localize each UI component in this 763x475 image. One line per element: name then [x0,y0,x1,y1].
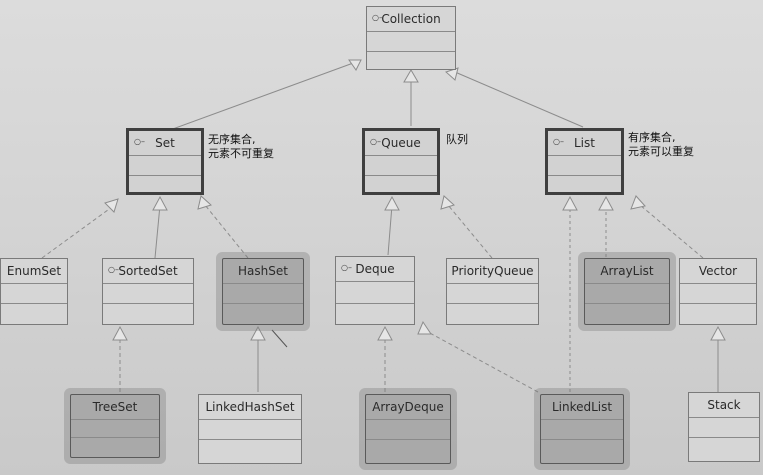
linkedlist-class-box: LinkedList [540,394,624,464]
enumset-class-box: EnumSet [0,258,68,325]
edge-hashset-set [204,204,249,259]
set-divider [129,175,201,176]
vector-divider [680,303,756,304]
arrow-deque-queue [384,195,400,211]
edge-enumset-set [41,206,113,259]
edge-linkedlist-deque [427,331,539,393]
interface-marker-icon: ○– [108,265,119,274]
collection-divider [367,51,455,52]
list-divider [548,175,621,176]
sortedset-divider [103,303,193,304]
linkedhashset-class-box: LinkedHashSet [198,394,302,464]
collection-label: Collection [381,12,441,26]
arraydeque-label: ArrayDeque [372,400,444,414]
linkedhashset-label: LinkedHashSet [205,400,295,414]
edge-set-collection [169,61,357,131]
edge-vector-list [639,204,704,259]
set-interface-box: ○– Set [126,128,204,195]
arrow-stack-vector [710,325,726,341]
arraylist-class-box: ArrayList [584,258,670,325]
arrow-set-collection [348,59,362,71]
hashset-label: HashSet [238,264,288,278]
queue-interface-box: ○– Queue [362,128,440,195]
arrow-enumset-set [104,198,119,213]
interface-marker-icon: ○– [370,137,381,146]
linkedhashset-divider [199,439,301,440]
stack-label: Stack [707,398,741,412]
deque-interface-box: ○– Deque [335,256,415,325]
enumset-divider [1,303,67,304]
arrow-arraylist-list [598,195,614,211]
arrow-hashset-set [197,195,212,210]
arrow-queue-collection [403,69,419,83]
list-interface-box: ○– List [545,128,624,195]
set-label: Set [155,136,175,150]
interface-marker-icon: ○– [134,137,145,146]
stack-class-box: Stack [688,392,760,462]
queue-divider [365,175,437,176]
arrow-sortedset-set [152,195,168,211]
arrow-linkedlist-deque [417,320,432,335]
queue-note-text: 队列 [446,133,468,146]
list-note-line2: 元素可以重复 [628,145,694,158]
arrow-priorityqueue-queue [440,195,455,210]
hashset-divider [223,303,303,304]
interface-marker-icon: ○– [553,137,564,146]
list-label: List [574,136,595,150]
treeset-divider [71,437,159,438]
set-note-line2: 元素不可重复 [208,147,274,160]
edge-priorityqueue-queue [447,204,493,259]
treeset-class-box: TreeSet [70,394,160,458]
priorityqueue-class-box: PriorityQueue [446,258,539,325]
list-note-line1: 有序集合, [628,131,676,144]
enumset-label: EnumSet [6,264,62,278]
arrow-linkedhashset-hashset [250,325,266,341]
arraylist-divider [585,303,669,304]
set-note: 无序集合, 元素不可重复 [208,133,274,161]
queue-note: 队列 [446,133,468,147]
hashset-class-box: HashSet [222,258,304,325]
arrow-vector-list [630,195,646,210]
edge-list-collection [454,71,584,128]
linkedlist-divider [541,439,623,440]
stack-divider [689,437,759,438]
edge-deque-queue [387,204,393,256]
list-note: 有序集合, 元素可以重复 [628,131,694,159]
interface-marker-icon: ○– [341,263,352,272]
arraydeque-class-box: ArrayDeque [365,394,451,464]
priorityqueue-divider [447,303,538,304]
set-note-line1: 无序集合, [208,133,256,146]
arrow-arraydeque-deque [377,325,393,341]
deque-label: Deque [355,262,395,276]
vector-label: Vector [698,264,738,278]
edge-sortedset-set [154,204,161,259]
edge-hashset-tail [271,329,288,348]
arrow-treeset-sortedset [112,325,128,341]
queue-label: Queue [381,136,421,150]
interface-marker-icon: ○– [372,13,383,22]
priorityqueue-label: PriorityQueue [451,264,534,278]
arraydeque-divider [366,439,450,440]
sortedset-label: SortedSet [118,264,178,278]
sortedset-interface-box: ○– SortedSet [102,258,194,325]
treeset-label: TreeSet [92,400,138,414]
deque-divider [336,303,414,304]
vector-class-box: Vector [679,258,757,325]
arrow-list-collection [445,67,459,81]
arraylist-label: ArrayList [600,264,654,278]
arrow-linkedlist-list [562,195,578,211]
linkedlist-label: LinkedList [551,400,613,414]
collection-interface-box: ○– Collection [366,6,456,70]
